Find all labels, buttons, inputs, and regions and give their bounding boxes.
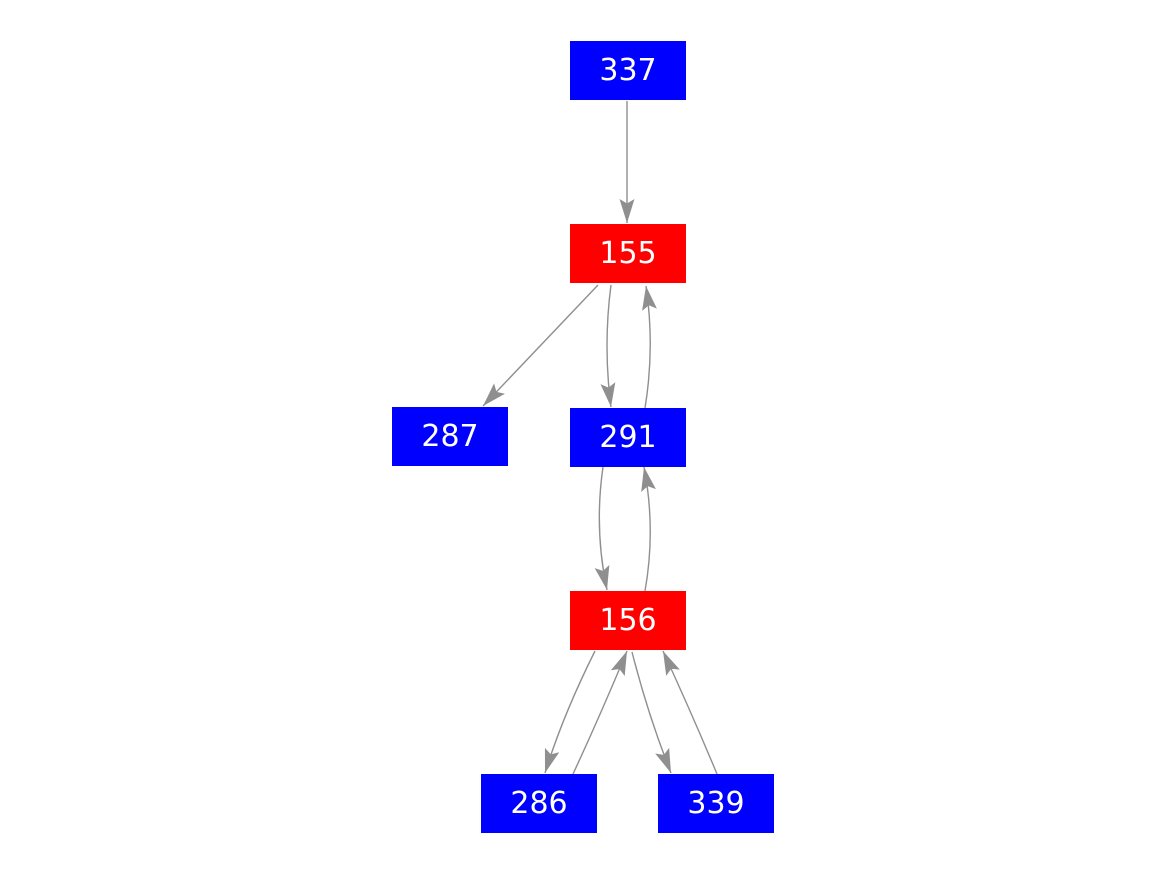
edge-155-to-291 (600, 284, 616, 408)
graph-node-label: 291 (599, 419, 657, 455)
graph-node-287: 287 (392, 407, 508, 466)
graph-node-291: 291 (570, 408, 686, 467)
graph-node-286: 286 (481, 774, 597, 833)
graph-node-337: 337 (570, 41, 686, 100)
edge-group (482, 101, 718, 775)
edge-291-to-155 (642, 285, 657, 409)
edge-155-to-287 (482, 284, 599, 407)
edge-156-to-291 (641, 466, 656, 592)
graph-node-label: 156 (599, 602, 657, 638)
edge-339-to-156 (662, 650, 718, 775)
graph-node-339: 339 (658, 774, 774, 833)
graph-node-156: 156 (570, 591, 686, 650)
graph-node-label: 286 (510, 785, 568, 821)
graph-node-label: 339 (687, 785, 745, 821)
graph-node-label: 287 (421, 418, 479, 454)
edge-156-to-339 (631, 651, 672, 774)
graph-node-label: 155 (599, 235, 657, 271)
edge-291-to-156 (594, 466, 610, 591)
edge-156-to-286 (544, 650, 596, 774)
graph-node-label: 337 (599, 52, 657, 88)
graph-node-155: 155 (570, 224, 686, 283)
edge-286-to-156 (572, 650, 628, 775)
